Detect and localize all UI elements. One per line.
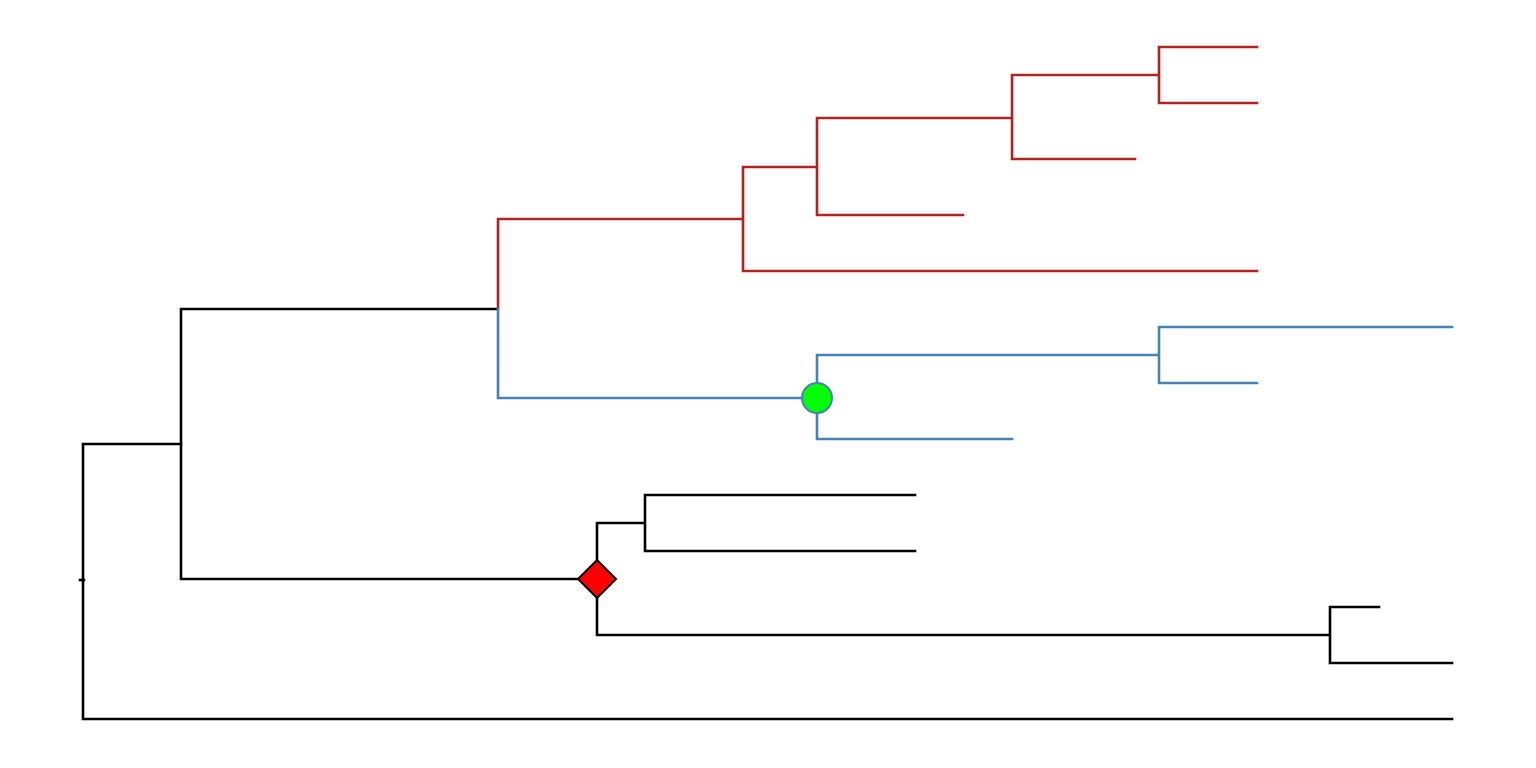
root-branches [81,442,1454,721]
black-clade [78,307,1454,721]
lower-clade [595,493,1454,665]
diamond-node-marker [576,558,618,600]
blue-branches [496,307,1454,441]
blue-clade [496,307,1454,441]
circle-node-marker [801,382,833,414]
internal-node-a [179,307,599,581]
red-clade [496,45,1259,311]
red-branches [496,45,1259,311]
